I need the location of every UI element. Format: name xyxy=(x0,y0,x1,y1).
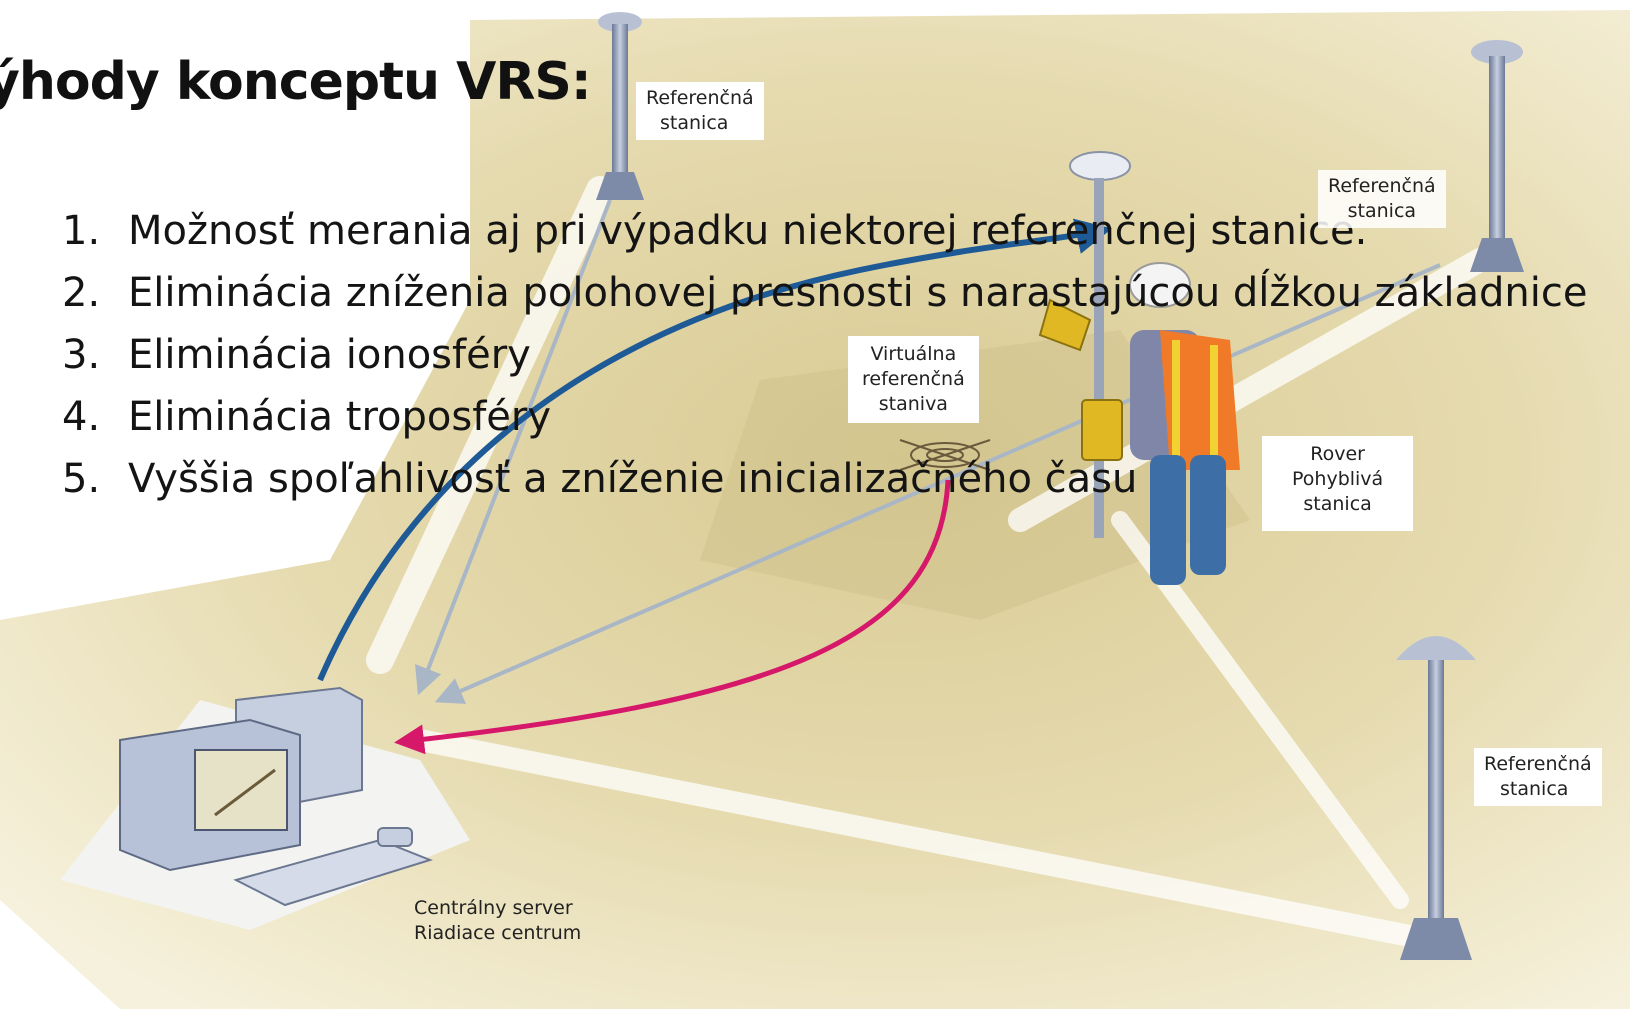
label-reference-station-bottom-right: Referenčná stanica xyxy=(1474,748,1602,806)
benefits-list: 1. Možnosť merania aj pri výpadku niekto… xyxy=(62,200,1628,510)
label-central-server: Centrálny server Riadiace centrum xyxy=(414,897,582,944)
list-item: 2. Eliminácia zníženia polohovej presnos… xyxy=(62,262,1628,324)
label-rover: Rover Pohyblivá stanica xyxy=(1262,436,1414,531)
slide-title: ýhody konceptu VRS: xyxy=(0,52,592,112)
beam-bottom-right xyxy=(409,729,1441,951)
reference-station-bottom-right xyxy=(1396,636,1476,960)
list-item-text: Eliminácia troposféry xyxy=(128,394,552,440)
virtual-station-marker xyxy=(899,439,991,471)
label-reference-station-top-right: Referenčná stanica xyxy=(1318,170,1446,228)
reference-station-top-left xyxy=(596,12,644,200)
list-item-text: Eliminácia zníženia polohovej presnosti … xyxy=(128,270,1588,316)
data-links-gray xyxy=(415,199,1441,704)
list-item-text: Možnosť merania aj pri výpadku niektorej… xyxy=(128,208,1368,254)
list-item-number: 1. xyxy=(62,208,101,254)
list-item: 1. Možnosť merania aj pri výpadku niekto… xyxy=(62,200,1628,262)
central-server-computer xyxy=(60,686,470,930)
list-item-number: 4. xyxy=(62,394,101,440)
label-virtual-station: Virtuálna referenčná staniva xyxy=(848,336,979,423)
beam-top-left xyxy=(366,176,614,674)
label-reference-station-top-left: Referenčná stanica xyxy=(636,82,764,140)
list-item-number: 5. xyxy=(62,456,101,502)
list-item-text: Vyššia spoľahlivosť a zníženie inicializ… xyxy=(128,456,1138,502)
list-item-text: Eliminácia ionosféry xyxy=(128,332,531,378)
list-item-number: 3. xyxy=(62,332,101,378)
list-item: 5. Vyššia spoľahlivosť a zníženie inicia… xyxy=(62,448,1628,510)
list-item-number: 2. xyxy=(62,270,101,316)
list-item: 3. Eliminácia ionosféry xyxy=(62,324,1628,386)
reference-station-top-right xyxy=(1470,40,1524,272)
rover-surveyor xyxy=(1038,151,1240,585)
list-item: 4. Eliminácia troposféry xyxy=(62,386,1628,448)
blue-link-arc xyxy=(317,218,1113,682)
magenta-link-arc xyxy=(394,479,951,755)
